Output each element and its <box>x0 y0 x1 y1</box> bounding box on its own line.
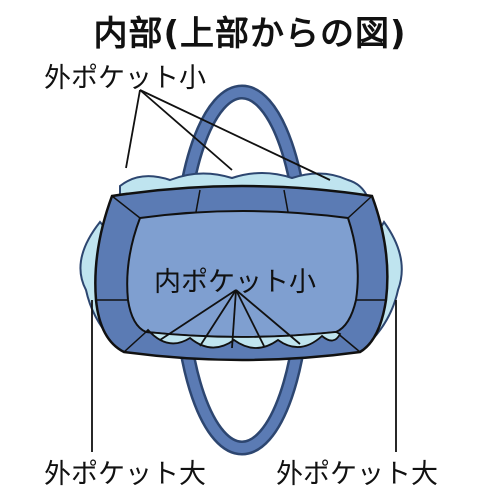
label-inner-pocket-small: 内ポケット小 <box>154 267 316 298</box>
pointer-lines-outer-pocket-small <box>125 89 331 181</box>
inner-pocket-small <box>144 328 342 349</box>
pointer-lines-inner-pocket-small <box>159 289 301 349</box>
pointer-lines-outer-pocket-large <box>91 300 397 452</box>
label-outer-pocket-large-right: 外ポケット大 <box>276 459 438 490</box>
label-outer-pocket-small: 外ポケット小 <box>44 63 206 94</box>
diagram-title: 内部(上部からの図) <box>93 14 407 54</box>
rim-creases <box>96 189 386 353</box>
label-outer-pocket-large-left: 外ポケット大 <box>44 459 206 490</box>
